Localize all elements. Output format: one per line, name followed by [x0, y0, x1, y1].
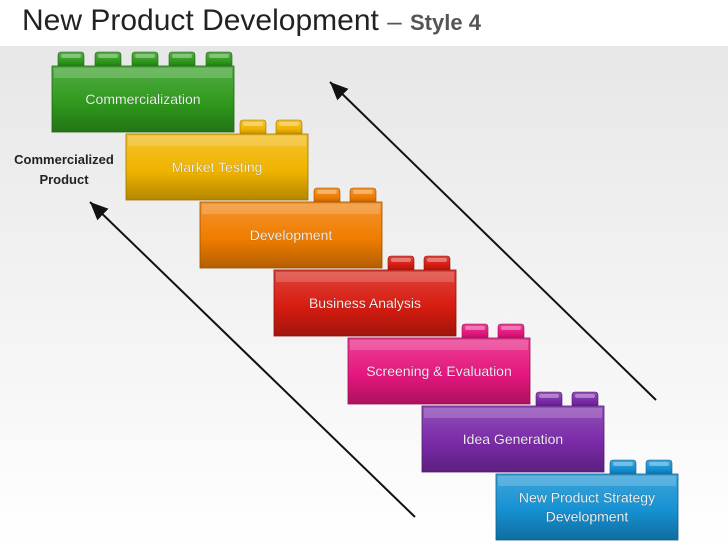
step-1-stud-highlight-2	[98, 54, 118, 58]
step-4-body	[273, 269, 457, 337]
step-3-stud-highlight-2	[353, 190, 373, 194]
step-4-label-1: Business Analysis	[309, 295, 421, 311]
arrow-left	[89, 201, 416, 518]
step-1-stud-highlight-3	[135, 54, 155, 58]
step-4-stud-highlight-1	[391, 258, 411, 262]
title-bar: New Product Development – Style 4	[0, 0, 728, 46]
step-1-stud-highlight-4	[172, 54, 192, 58]
step-5-gloss	[350, 340, 528, 350]
step-1-gloss	[54, 68, 232, 78]
step-1-stud-highlight-5	[209, 54, 229, 58]
step-block-5: Screening & Evaluation	[347, 323, 531, 405]
step-block-6: Idea Generation	[421, 391, 605, 473]
step-6-label-1: Idea Generation	[463, 431, 563, 447]
step-7-stud-highlight-1	[613, 462, 633, 466]
step-2-body	[125, 133, 309, 201]
step-6-stud-highlight-1	[539, 394, 559, 398]
step-block-2: Market Testing	[125, 119, 309, 201]
step-4-gloss	[276, 272, 454, 282]
step-3-gloss	[202, 204, 380, 214]
step-3-stud-highlight-1	[317, 190, 337, 194]
step-2-stud-highlight-2	[279, 122, 299, 126]
step-7-label-2: Development	[546, 509, 629, 525]
step-block-4: Business Analysis	[273, 255, 457, 337]
step-5-stud-highlight-1	[465, 326, 485, 330]
commercialized-product-label: Commercialized Product	[6, 150, 122, 190]
step-1-label-1: Commercialization	[85, 91, 200, 107]
step-4-stud-highlight-2	[427, 258, 447, 262]
step-6-body	[421, 405, 605, 473]
step-1-body	[51, 65, 235, 133]
arrow-right	[329, 81, 657, 401]
step-2-stud-highlight-1	[243, 122, 263, 126]
page-title: New Product Development – Style 4	[22, 4, 481, 38]
step-3-label-1: Development	[250, 227, 333, 243]
step-2-label-1: Market Testing	[172, 159, 263, 175]
step-5-body	[347, 337, 531, 405]
side-label-line1: Commercialized	[14, 152, 114, 167]
step-6-gloss	[424, 408, 602, 418]
step-block-1: Commercialization	[51, 51, 235, 133]
step-6-stud-highlight-2	[575, 394, 595, 398]
step-7-body	[495, 473, 679, 541]
step-3-body	[199, 201, 383, 269]
title-dash: –	[387, 6, 402, 36]
step-block-3: Development	[199, 187, 383, 269]
side-label-line2: Product	[39, 172, 89, 187]
step-5-label-1: Screening & Evaluation	[366, 363, 512, 379]
title-style: Style 4	[410, 10, 481, 35]
step-5-stud-highlight-2	[501, 326, 521, 330]
step-1-stud-highlight-1	[61, 54, 81, 58]
step-7-stud-highlight-2	[649, 462, 669, 466]
step-7-gloss	[498, 476, 676, 486]
step-2-gloss	[128, 136, 306, 146]
step-7-label-1: New Product Strategy	[519, 490, 655, 506]
title-main: New Product Development	[22, 4, 379, 37]
